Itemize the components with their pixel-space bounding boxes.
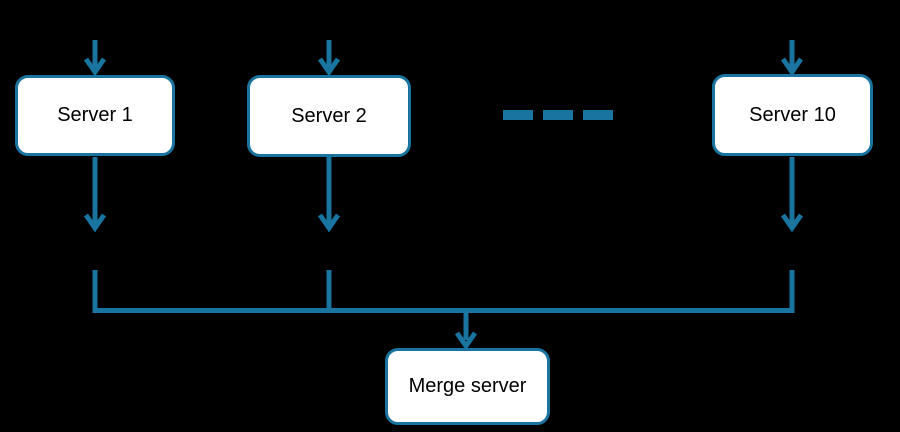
outbound-arrow-server2 [317, 157, 341, 233]
outbound-arrow-server10 [780, 157, 804, 233]
inbound-arrow-server1 [83, 40, 107, 77]
inbound-arrow-server10 [780, 40, 804, 77]
merge-bracket [92, 270, 795, 313]
node-merge-server-label: Merge server [408, 375, 527, 397]
merge-arrow [454, 311, 478, 351]
node-server-2: Server 2 [247, 75, 411, 157]
node-server-2-label: Server 2 [291, 104, 367, 127]
node-server-10: Server 10 [712, 74, 873, 156]
node-server-10-label: Server 10 [749, 103, 836, 126]
inbound-arrow-server2 [317, 40, 341, 77]
node-server-1-label: Server 1 [57, 104, 133, 126]
outbound-arrow-server1 [83, 157, 107, 233]
node-server-1: Server 1 [15, 75, 175, 156]
node-merge-server: Merge server [385, 348, 550, 425]
